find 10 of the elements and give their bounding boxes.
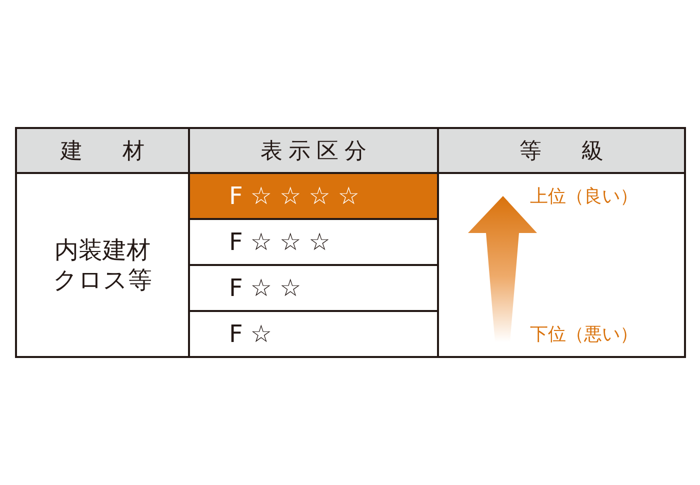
column-header: 等級: [438, 128, 685, 173]
scale-label: 上位（良い）: [530, 185, 639, 209]
column-header: 建材: [16, 128, 189, 173]
highlighted-cell: F ☆ ☆ ☆ ☆: [189, 173, 438, 219]
scale-label: 下位（悪い）: [530, 323, 639, 347]
table-cell-text: F ☆ ☆: [228, 273, 302, 304]
column-header: 表示区分: [189, 128, 438, 173]
table-cell-text: 内装建材クロス等: [52, 235, 153, 296]
table-cell-text: F ☆: [228, 319, 273, 350]
table-cell-text: F ☆ ☆ ☆: [228, 227, 332, 258]
